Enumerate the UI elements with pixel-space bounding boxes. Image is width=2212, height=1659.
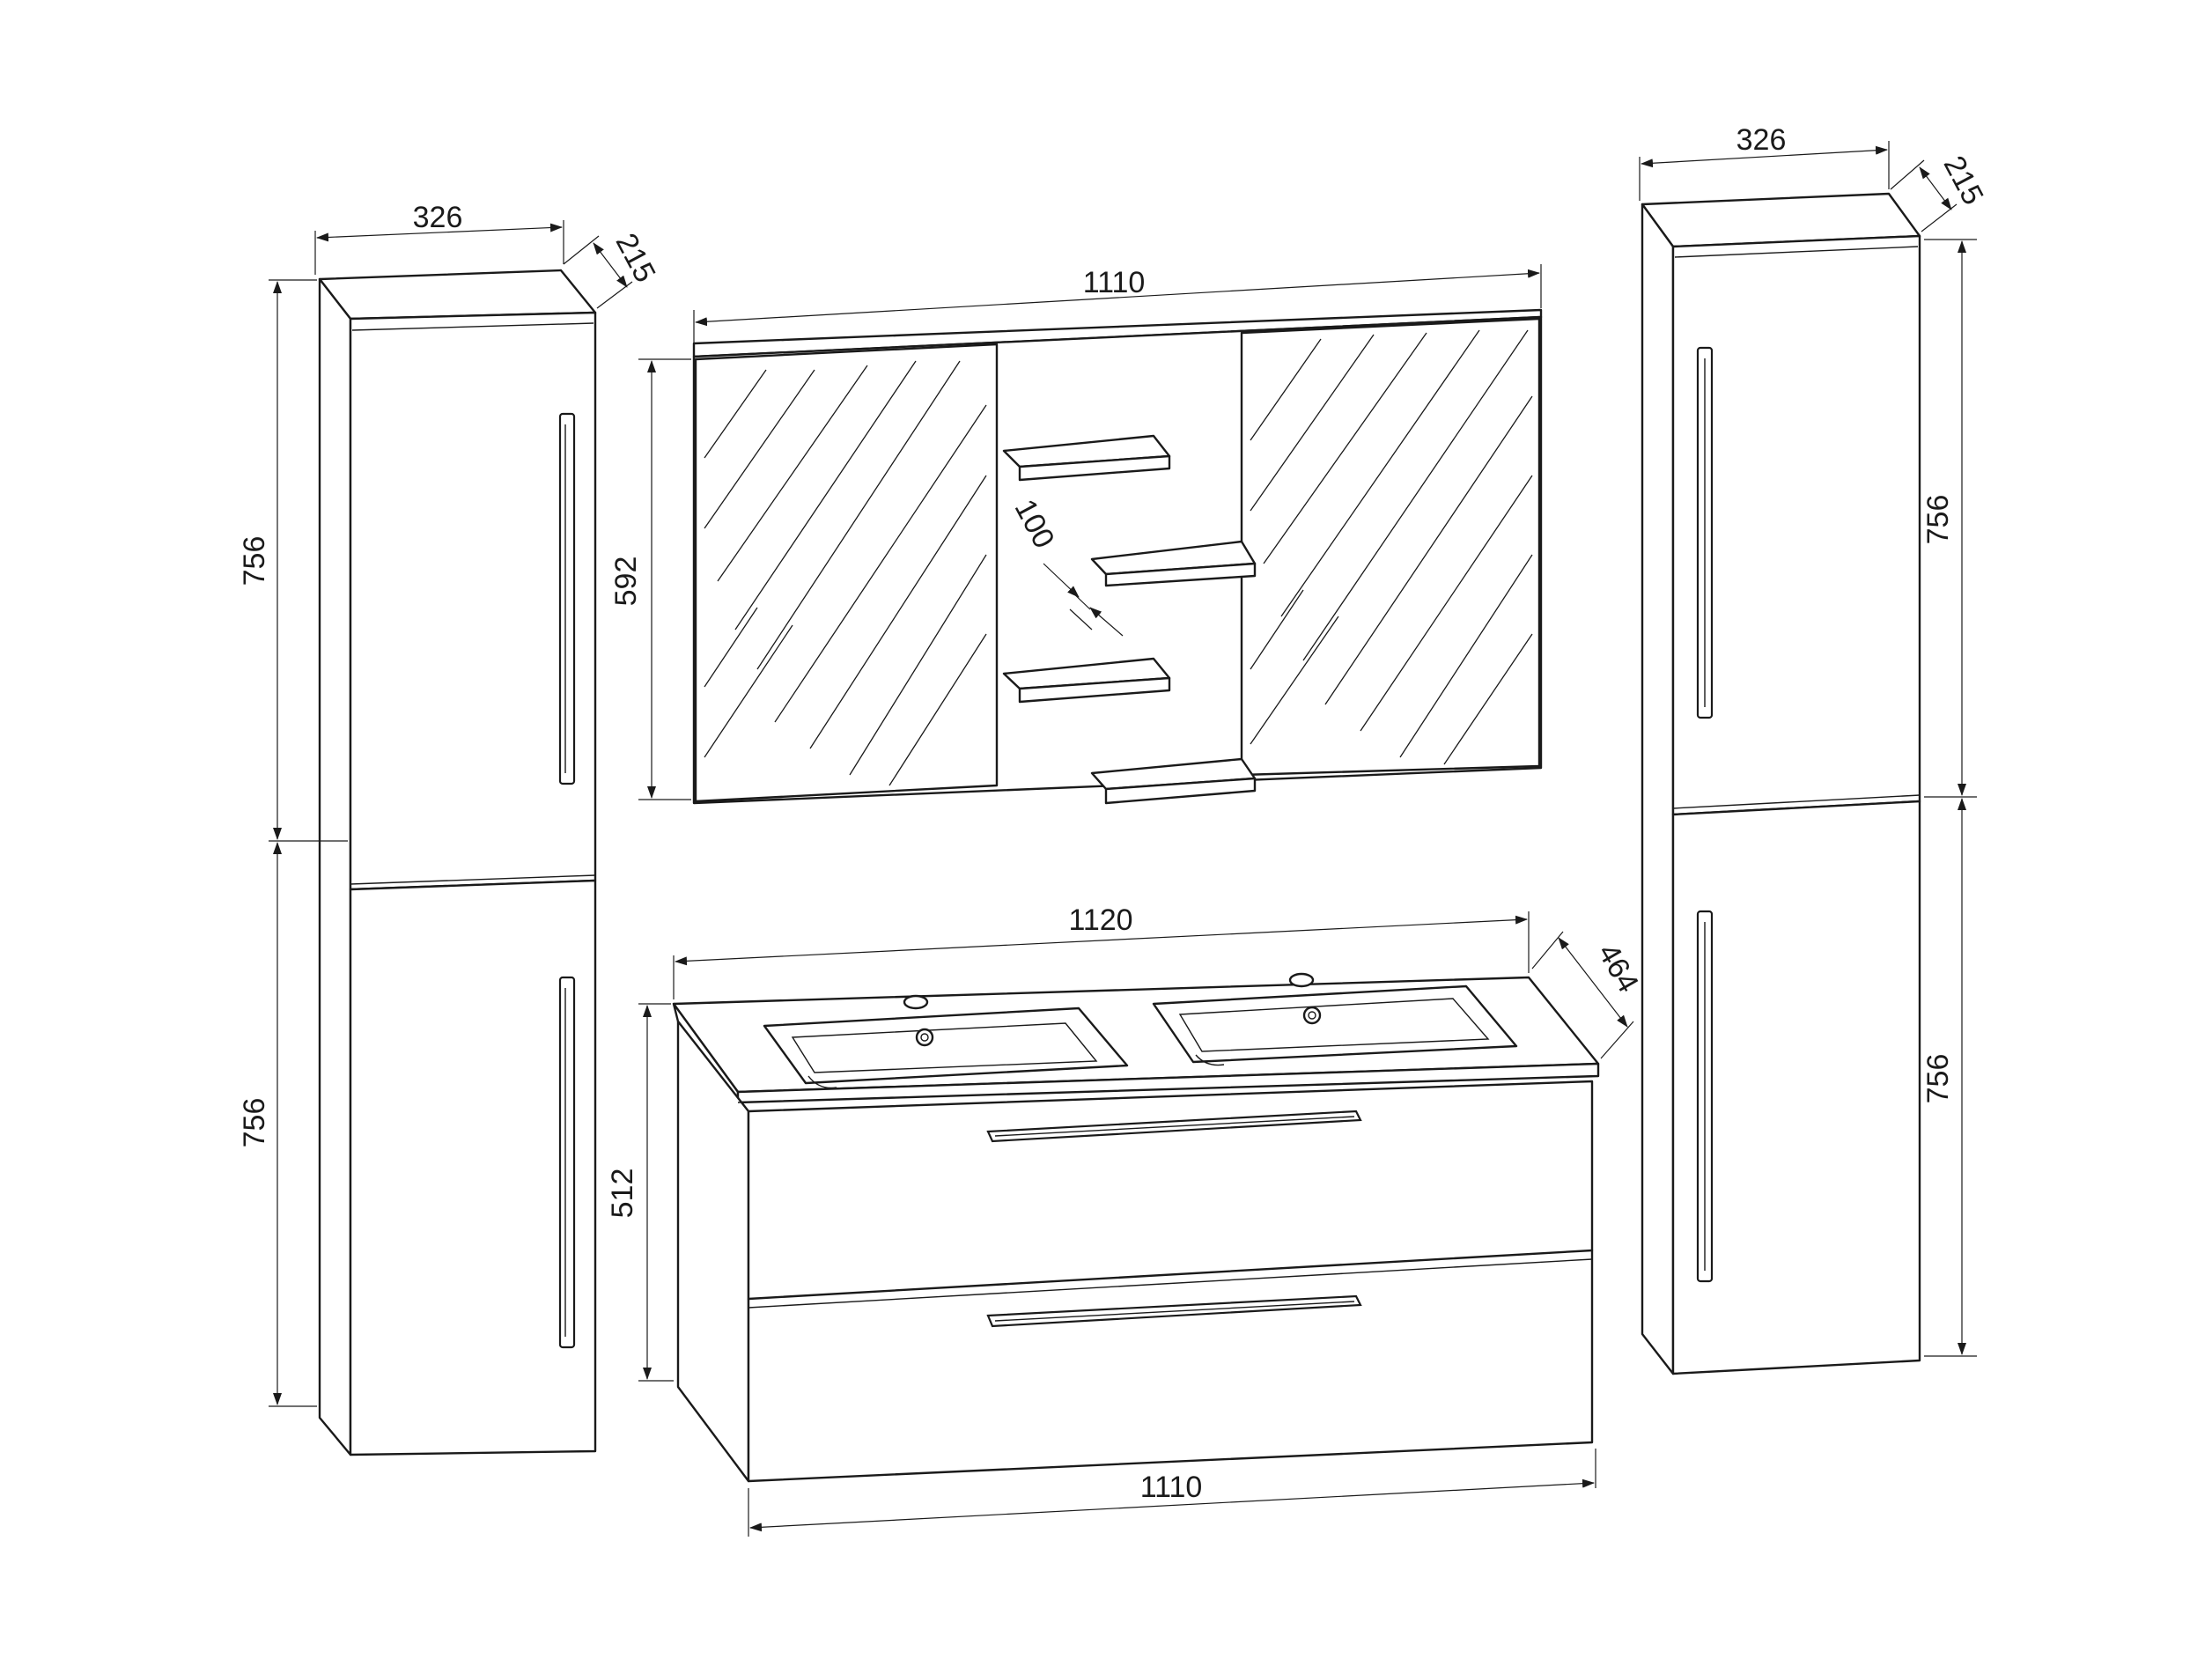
left-cabinet-lower-height-label: 756 (238, 1098, 271, 1148)
left-cabinet-lower-handle (558, 976, 576, 1349)
mirror-width-label: 1110 (1083, 266, 1146, 299)
mirror-left-door (694, 343, 999, 803)
vanity-upper-drawer-handle (986, 1110, 1362, 1143)
mirror-shelves (1002, 434, 1257, 805)
left-cabinet-width-label: 326 (413, 201, 463, 234)
vanity-height-label: 512 (606, 1169, 639, 1219)
mirror-right-reflection (1250, 329, 1533, 765)
vanity-unit: 1120 464 512 1110 (606, 903, 1645, 1537)
mirror-left-reflection (704, 360, 987, 786)
right-cabinet-upper-height-label: 756 (1921, 495, 1955, 545)
left-cabinet-depth-label: 215 (609, 228, 662, 288)
vanity-bottom-width-label: 1110 (1140, 1471, 1203, 1504)
vanity-top-depth-label: 464 (1591, 938, 1645, 998)
right-cabinet-lower-height-label: 756 (1921, 1054, 1955, 1104)
left-tall-cabinet: 326 215 756 756 (238, 201, 662, 1456)
vanity-right-basin (1152, 972, 1518, 1066)
vanity-left-basin (763, 994, 1129, 1089)
vanity-top-width-label: 1120 (1068, 903, 1132, 937)
mirror-height-label: 592 (609, 557, 643, 607)
vanity-lower-drawer-handle (986, 1294, 1362, 1328)
right-tall-cabinet: 326 215 756 756 (1639, 123, 1990, 1375)
mirror-right-door (1240, 317, 1541, 777)
right-cabinet-width-label: 326 (1736, 123, 1787, 157)
left-cabinet-upper-handle (558, 412, 576, 785)
left-cabinet-upper-height-label: 756 (238, 536, 271, 586)
mirror-cabinet: 100 1110 592 (609, 264, 1543, 805)
